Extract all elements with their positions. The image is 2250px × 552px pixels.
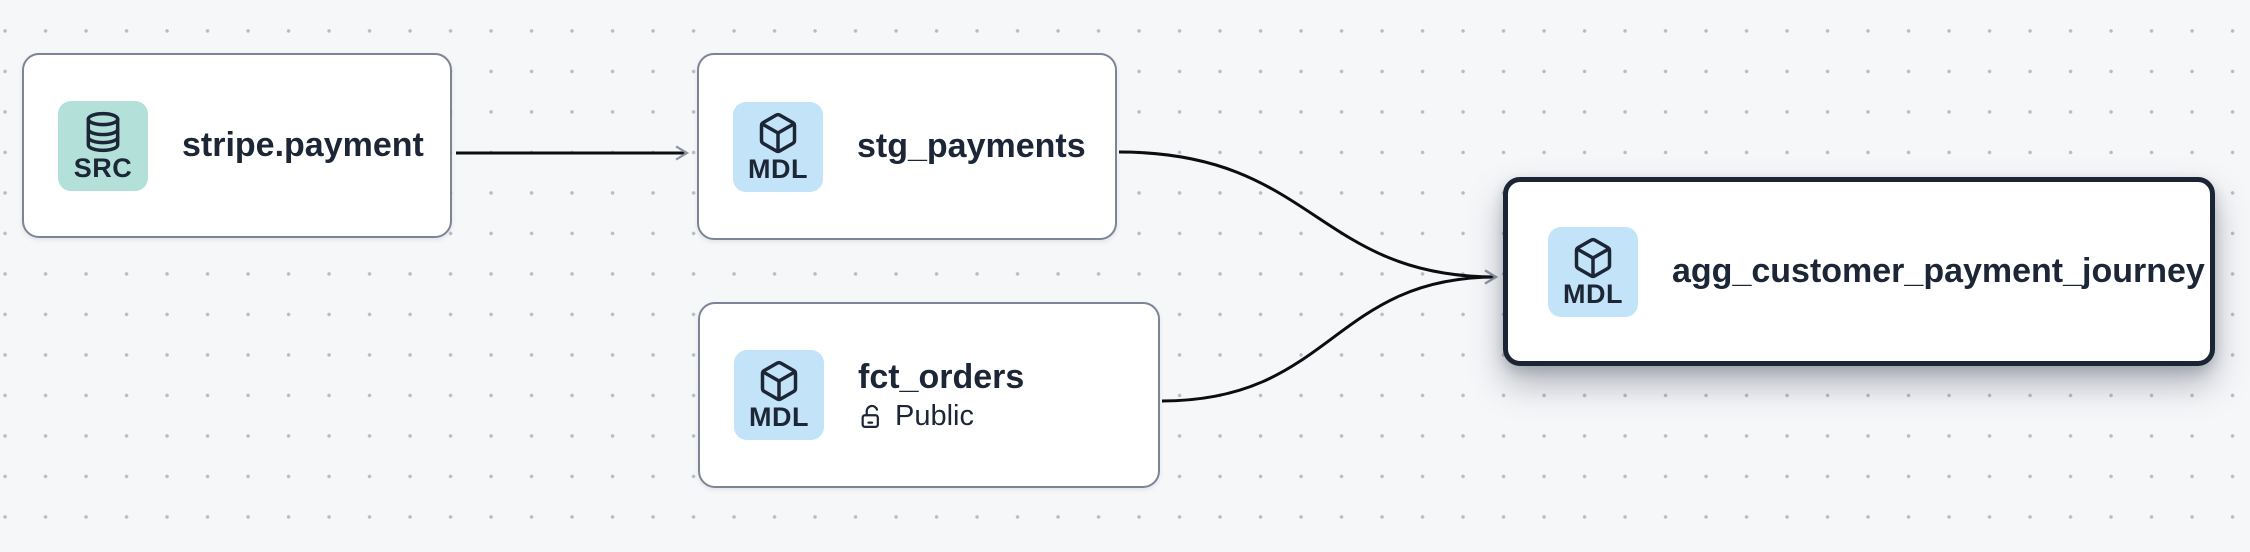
database-icon (86, 111, 120, 152)
badge-label: MDL (1563, 278, 1623, 309)
cube-icon (760, 360, 798, 402)
lineage-node-fct-orders[interactable]: MDL fct_orders Public (698, 302, 1160, 488)
badge-label: MDL (748, 153, 808, 184)
edge-fct-orders-to-agg-customer-payment-journey (1161, 269, 1499, 403)
node-title: fct_orders (858, 357, 1025, 396)
node-title: stg_payments (857, 126, 1086, 165)
node-title: stripe.payment (182, 125, 424, 164)
badge-label: MDL (749, 402, 809, 432)
badge-label: SRC (73, 152, 133, 183)
lineage-node-stg-payments[interactable]: MDL stg_payments (697, 53, 1117, 240)
cube-icon (1574, 237, 1612, 278)
unlock-icon (861, 404, 879, 428)
model-badge: MDL (733, 101, 823, 192)
model-badge: MDL (1548, 226, 1638, 317)
cube-icon (759, 112, 797, 153)
edge-stg-payments-to-agg-customer-payment-journey (1118, 150, 1499, 285)
model-badge: MDL (734, 350, 824, 440)
lineage-node-stripe-payment[interactable]: SRC stripe.payment (22, 53, 452, 238)
access-label: Public (895, 399, 974, 432)
lineage-node-agg-customer-payment-journey[interactable]: MDL agg_customer_payment_journey (1503, 177, 2215, 366)
node-title: agg_customer_payment_journey (1672, 251, 2205, 290)
access-row: Public (858, 399, 1024, 433)
source-badge: SRC (58, 100, 148, 191)
